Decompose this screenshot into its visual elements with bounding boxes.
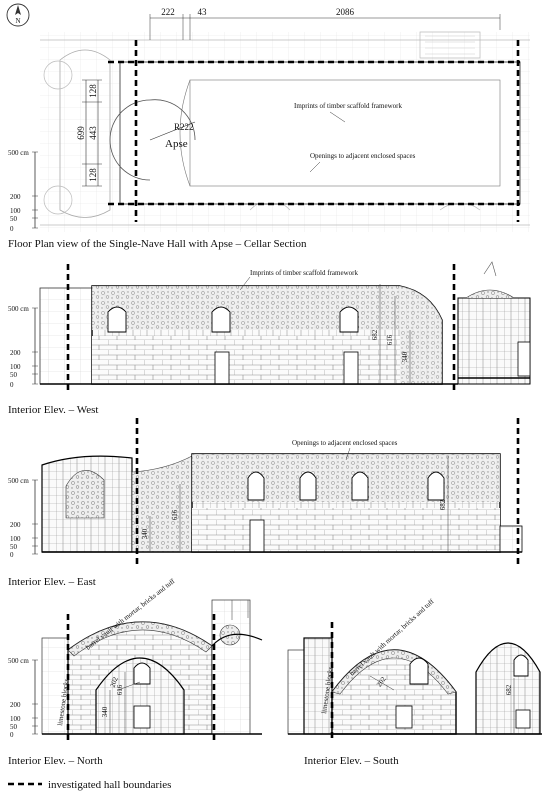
scale-bar-west: 500 cm 200 100 50 0 xyxy=(8,305,38,389)
plan-dim-443: 443 xyxy=(88,126,98,140)
east-dim-616: 616 xyxy=(171,509,179,520)
plan-dim-222: 222 xyxy=(161,7,175,17)
scale-east-0: 0 xyxy=(10,551,14,559)
scale-plan-0: 0 xyxy=(10,225,14,233)
scale-bar-plan: 500 cm 200 100 50 0 xyxy=(8,149,38,233)
floor-plan: 222 43 2086 128 699 443 128 R222 Apse Im… xyxy=(40,7,530,232)
elevation-east: 340 616 682 Openings to adjacent enclose… xyxy=(41,418,523,568)
scale-bar-north: 500 cm 200 100 50 0 xyxy=(8,657,38,739)
scale-north-50: 50 xyxy=(10,723,18,731)
scale-west-500: 500 cm xyxy=(8,305,29,313)
scale-north-100: 100 xyxy=(10,715,21,723)
scale-north-500: 500 cm xyxy=(8,657,29,665)
south-caption: Interior Elev. – South xyxy=(304,755,399,767)
scale-plan-200: 200 xyxy=(10,193,21,201)
plan-radius: R222 xyxy=(174,122,194,132)
north-dim-340: 340 xyxy=(101,706,109,717)
scale-east-500: 500 cm xyxy=(8,477,29,485)
north-caption: Interior Elev. – North xyxy=(8,755,103,767)
east-dim-340: 340 xyxy=(141,528,149,539)
scale-west-0: 0 xyxy=(10,381,14,389)
west-dim-682: 682 xyxy=(371,329,379,340)
scale-bar-east: 500 cm 200 100 50 0 xyxy=(8,477,38,559)
scale-north-200: 200 xyxy=(10,701,21,709)
plan-dim-43: 43 xyxy=(198,7,208,17)
plan-dim-128-bottom: 128 xyxy=(88,168,98,182)
plan-apse-label: Apse xyxy=(165,138,188,150)
south-dim-682: 682 xyxy=(505,684,513,695)
north-dim-616: 616 xyxy=(116,684,124,695)
scale-west-200: 200 xyxy=(10,349,21,357)
plan-dim-128-top: 128 xyxy=(88,84,98,98)
elevation-north: 202 616 340 limestone blocks barrel vaul… xyxy=(41,577,263,742)
scale-east-100: 100 xyxy=(10,535,21,543)
plan-dim-699: 699 xyxy=(76,126,86,140)
scale-north-0: 0 xyxy=(10,731,14,739)
north-label: N xyxy=(15,17,20,25)
scale-plan-500: 500 cm xyxy=(8,149,29,157)
west-dim-616: 616 xyxy=(386,334,394,345)
legend: investigated hall boundaries xyxy=(8,779,171,791)
legend-label: investigated hall boundaries xyxy=(48,779,171,791)
west-dim-340: 340 xyxy=(401,351,409,362)
east-dim-682: 682 xyxy=(439,499,447,510)
scale-east-200: 200 xyxy=(10,521,21,529)
west-caption: Interior Elev. – West xyxy=(8,404,98,416)
scale-west-100: 100 xyxy=(10,363,21,371)
elevation-west: 682 616 340 Imprints of timber scaffold … xyxy=(39,261,531,392)
plan-scaffold-note: Imprints of timber scaffold framework xyxy=(294,102,402,110)
scale-east-50: 50 xyxy=(10,543,18,551)
north-arrow-icon: N xyxy=(6,3,30,27)
plan-dim-2086: 2086 xyxy=(336,7,355,17)
west-scaffold-note: Imprints of timber scaffold framework xyxy=(250,269,358,277)
scale-west-50: 50 xyxy=(10,371,18,379)
scale-plan-100: 100 xyxy=(10,207,21,215)
east-openings-note: Openings to adjacent enclosed spaces xyxy=(292,439,398,447)
north-dim-202: 202 xyxy=(109,676,120,689)
elevation-south: 202 682 limestone blocks barrel vault wi… xyxy=(287,597,542,742)
plan-openings-note: Openings to adjacent enclosed spaces xyxy=(310,152,416,160)
east-caption: Interior Elev. – East xyxy=(8,576,96,588)
plan-caption: Floor Plan view of the Single-Nave Hall … xyxy=(8,238,307,250)
scale-plan-50: 50 xyxy=(10,215,18,223)
